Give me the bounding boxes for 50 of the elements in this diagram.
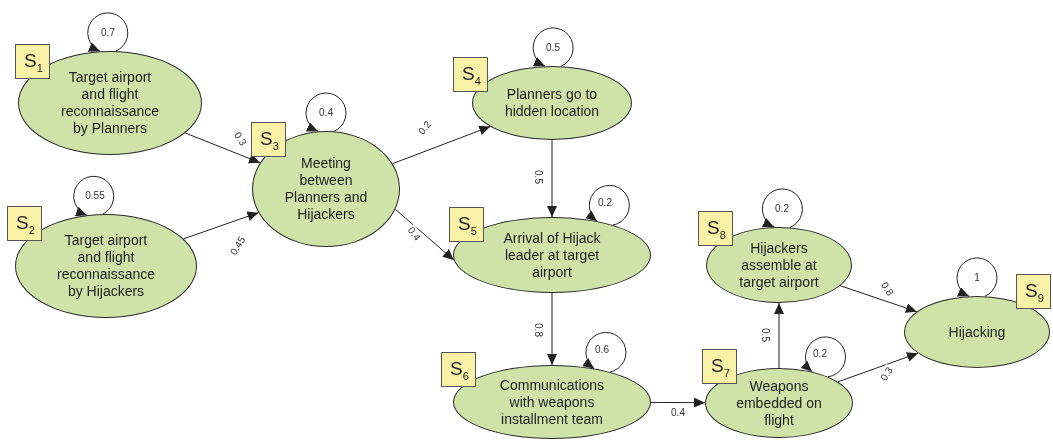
edge-label: 0.5 (759, 327, 771, 343)
state-tag: S$_{8}$ (698, 211, 733, 246)
self-loop-arrow (585, 184, 630, 226)
self-loop-arrow (73, 175, 115, 216)
state-tag: S$_{1}$ (15, 44, 50, 79)
state-label: Target airport and flight reconnaissance by Hijackers (55, 232, 157, 300)
self-loop-arrow (956, 257, 998, 297)
state-label: Weapons embedded on flight (735, 377, 823, 429)
arrow (392, 125, 491, 165)
arrow (184, 132, 261, 164)
arrow (837, 352, 919, 383)
state-tag: S$_{3}$ (251, 122, 286, 157)
edge-label: 1 (974, 272, 980, 285)
arrow (394, 208, 455, 261)
state-label: Communications with weapons installment team (498, 376, 606, 428)
edge-label: 0.5 (546, 42, 560, 55)
state-label: Planners go to hidden location (503, 86, 601, 120)
edge-label: 0.55 (85, 190, 105, 202)
state-label: Target airport and flight reconnaissance by Planners (59, 69, 161, 137)
arrow (183, 211, 259, 240)
state-tag: S$_{6}$ (441, 352, 476, 387)
edge-label: 0.2 (775, 203, 789, 216)
self-loop-arrow (305, 92, 347, 132)
state-tag: S$_{5}$ (449, 207, 484, 242)
edge-label: 0.8 (532, 322, 544, 338)
self-loop-arrow (800, 336, 846, 378)
edge-label: 0.6 (595, 344, 609, 357)
state-tag: S$_{9}$ (1016, 274, 1051, 309)
state-label: Arrival of Hijack leader at target airport (502, 229, 602, 281)
edge-label: 0.7 (101, 27, 115, 40)
arrow (774, 302, 784, 369)
state-label: Meeting between Planners and Hijackers (283, 155, 369, 223)
state-label: Hijackers assemble at target airport (738, 239, 820, 291)
edge-label: 0.2 (813, 347, 827, 360)
edge-label: 0.2 (598, 197, 612, 210)
self-loop-arrow (532, 27, 574, 67)
state-tag: S$_{2}$ (7, 206, 42, 241)
self-loop-arrow (87, 12, 129, 52)
state-tag: S$_{4}$ (453, 57, 488, 92)
state-label: Hijacking (947, 323, 1007, 341)
edge-label: 0.4 (670, 407, 686, 419)
arrow (839, 285, 918, 313)
arrow (547, 292, 557, 366)
state-tag: S$_{7}$ (702, 349, 737, 384)
arrow (547, 139, 557, 218)
edge-label: 0.4 (319, 107, 333, 120)
self-loop-arrow (761, 188, 803, 228)
edge-label: 0.5 (532, 169, 544, 185)
self-loop-arrow (582, 331, 627, 373)
arrow (650, 397, 706, 408)
